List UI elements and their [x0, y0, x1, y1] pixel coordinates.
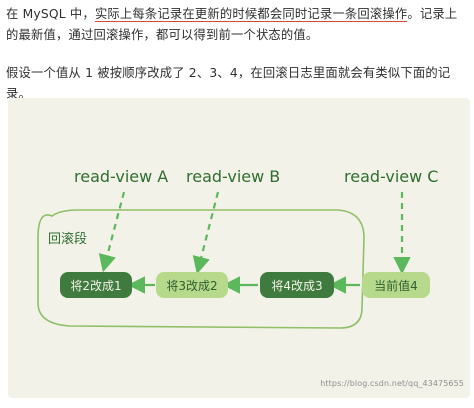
example-paragraph: 假设一个值从 1 被按顺序改成了 2、3、4，在回滚日志里面就会有类似下面的记录… [6, 66, 451, 101]
node-current-value-label: 当前值4 [374, 278, 418, 293]
read-view-b-arrow [192, 191, 220, 275]
read-view-a-arrow [98, 191, 126, 273]
read-view-c-label: read-view C [344, 167, 438, 186]
read-view-a-label: read-view A [74, 167, 168, 186]
intro-paragraph: 在 MySQL 中，实际上每条记录在更新的时候都会同时记录一条回滚操作。记录上的… [6, 4, 468, 46]
node-3-to-2-label: 将3改成2 [166, 279, 217, 293]
read-view-b-label: read-view B [186, 167, 280, 186]
node-2-to-1-label: 将2改成1 [70, 279, 121, 293]
rollback-segment-label: 回滚段 [48, 231, 87, 247]
undo-log-diagram: 回滚段 read-view A read-view B read-view C … [8, 98, 470, 398]
node-4-to-3 [260, 272, 334, 298]
intro-text-start: 在 MySQL 中， [6, 7, 95, 21]
node-2-to-1 [60, 272, 132, 298]
node-3-to-2 [156, 272, 228, 298]
watermark: https://blog.csdn.net/qq_43475655 [320, 379, 464, 388]
intro-text-end: 。记录上的最新值，通过回滚操作，都可以得到前一个状态的值。 [6, 7, 458, 42]
highlighted-sentence: 实际上每条记录在更新的时候都会同时记录一条回滚操作 [94, 7, 408, 22]
undo-log-svg: 回滚段 read-view A read-view B read-view C … [37, 167, 438, 329]
node-current-value [362, 272, 430, 298]
rollback-segment-box [37, 209, 365, 329]
node-4-to-3-label: 将4改成3 [271, 279, 322, 293]
